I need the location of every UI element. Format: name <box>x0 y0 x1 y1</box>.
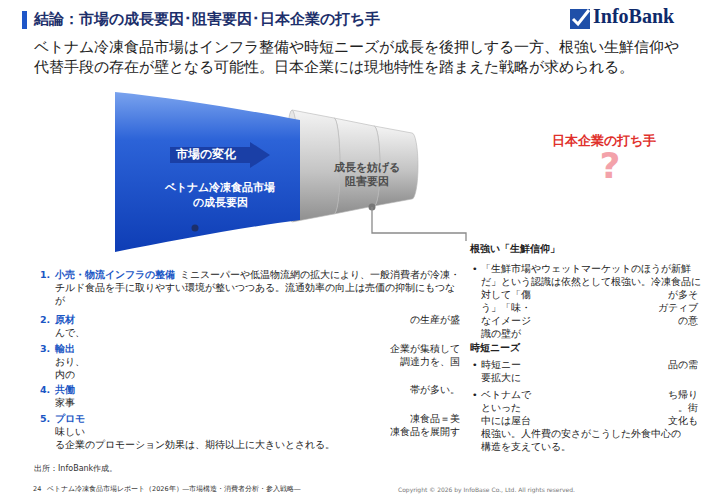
bullet: • <box>472 388 481 401</box>
item-number: 1. <box>40 268 55 281</box>
title-bar <box>22 11 27 29</box>
item-heading: 小売・物流インフラの整備 <box>55 269 175 280</box>
question-mark: ? <box>590 148 630 184</box>
item-body: 帯が多い。 <box>400 383 460 396</box>
bullet-text: 根強い。人件費の安さがこうした外食中心の構造を支えている。 <box>481 428 681 452</box>
arrow-label: 市場の変化 <box>176 147 256 163</box>
item-heading: 原材 <box>55 313 115 326</box>
bullet-text: ガティブ <box>600 301 698 314</box>
item-body: 調達力を、国 <box>390 355 460 368</box>
bullet-text: なイメージ <box>481 314 561 327</box>
bullet-text: の意 <box>600 314 698 327</box>
bullet-text: 品の需 <box>600 358 698 371</box>
item-heading: 輸出 <box>55 342 115 355</box>
text-flow: 根強い。人件費の安さがこうした外食中心の構造を支えている。 <box>481 427 681 453</box>
item-heading: 共働 <box>55 383 115 396</box>
bullet-text: ち帰り <box>600 388 698 401</box>
slide-title: 結論：市場の成長要因･阻害要因･日本企業の打ち手 <box>34 9 554 29</box>
item-number: 3. <box>40 342 55 355</box>
bullet-text: 対して「傷 <box>481 288 561 301</box>
bullet-text: 要拡大に <box>481 371 561 384</box>
item-body: 家事 <box>55 396 155 409</box>
bullet-text: 。街 <box>600 401 698 414</box>
target-heading: 日本企業の打ち手 <box>552 132 682 150</box>
footer-title: ベトナム冷凍食品市場レポート（2026年）―市場構造・消費者分析・参入戦略― <box>47 483 377 496</box>
logo-mark <box>570 8 591 29</box>
bullet-text: 文化も <box>600 414 698 427</box>
cylinder-label: 成長を妨げる阻害要因 <box>334 160 400 188</box>
section-heading: 根強い「生鮮信仰」 <box>470 242 670 255</box>
item-body: 凍食品を展開す <box>380 425 460 438</box>
item-body: 味しい <box>55 425 155 438</box>
bullet-text: う」「味・ <box>481 301 561 314</box>
item-number: 4. <box>40 383 55 396</box>
page-number: 24 <box>33 483 47 496</box>
section-heading: 時短ニーズ <box>470 341 570 354</box>
item-number: 2. <box>40 313 55 326</box>
funnel-wedge-shape <box>115 92 300 252</box>
item-body: の生産が盛 <box>400 313 460 326</box>
bullet-text: 中には屋台 <box>481 414 561 427</box>
barrier-cylinder: 成長を妨げる阻害要因 <box>288 108 418 224</box>
item-heading: プロモ <box>55 412 115 425</box>
wedge-label: ベトナム冷凍食品市場の成長要因 <box>161 181 279 211</box>
copyright: Copyright © 2026 by InfoBase Co., Ltd. A… <box>398 483 638 496</box>
subtitle: ベトナム冷凍食品市場はインフラ整備や時短ニーズが成長を後押しする一方、根強い生鮮… <box>34 37 686 77</box>
item-body: おり、 <box>55 355 155 368</box>
item-body: 企業が集積して <box>380 342 460 355</box>
bullet-text: といった <box>481 401 561 414</box>
leader-line <box>372 207 466 241</box>
item-body: る企業のプロモーション効果は、期待以上に大きいとされる。 <box>55 438 460 451</box>
item-body: んで、 <box>55 326 155 339</box>
bullet: • <box>472 262 481 275</box>
bullet-text: 時短ニー <box>481 358 561 371</box>
bullet: • <box>472 358 481 371</box>
source-note: 出所：InfoBank作成。 <box>34 462 234 475</box>
text-flow: 小売・物流インフラの整備ミニスーパーや低温物流網の拡大により、一般消費者が冷凍・… <box>55 268 460 307</box>
text-flow: 「生鮮市場やウェットマーケットのほうが新鮮だ」という認識は依然として根強い。冷凍… <box>481 262 703 288</box>
change-arrow: 市場の変化 <box>170 142 270 168</box>
bullet-text: 「生鮮市場やウェットマーケットのほうが新鮮だ」という認識は依然として根強い。冷凍… <box>481 263 701 287</box>
bullet-text: が多そ <box>600 288 698 301</box>
logo-text: InfoBank <box>593 4 713 28</box>
item-number: 5. <box>40 412 55 425</box>
funnel-wedge: ベトナム冷凍食品市場の成長要因 市場の変化 <box>115 92 300 252</box>
bullet-text: 識の壁が <box>481 327 561 340</box>
bullet-text: ベトナムで <box>481 388 561 401</box>
item-body: 内の <box>55 368 155 381</box>
item-body: 凍食品＝美 <box>400 412 460 425</box>
